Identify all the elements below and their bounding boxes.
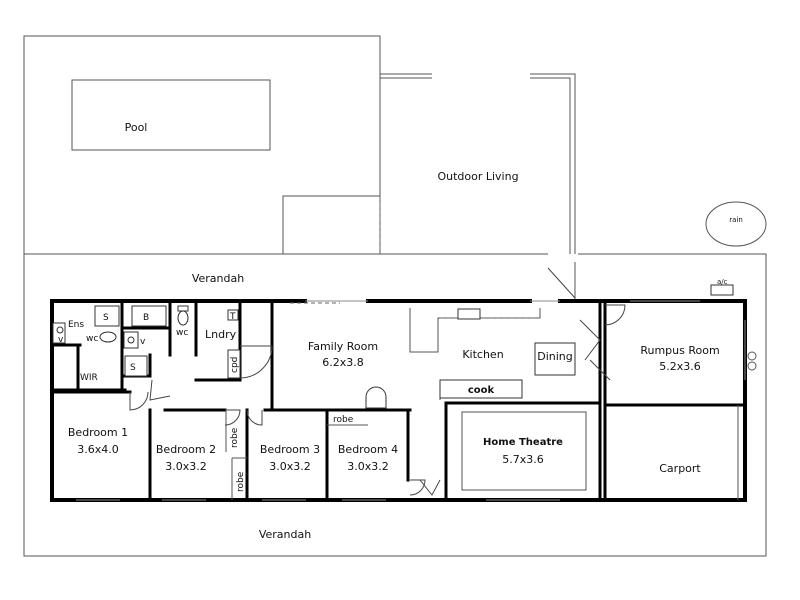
label-home-theatre-size: 5.7x3.6 (502, 453, 544, 466)
ac-unit (710, 284, 734, 296)
label-bedroom3: Bedroom 3 (260, 443, 320, 456)
labels: Pool Outdoor Living rain Verandah Verand… (58, 121, 743, 541)
label-family-room-size: 6.2x3.8 (322, 356, 364, 369)
label-s2: S (130, 363, 136, 373)
label-wc1: wc (86, 334, 98, 344)
label-b: B (143, 313, 149, 323)
label-ens: Ens (68, 320, 84, 330)
label-robe1: robe (230, 427, 240, 448)
label-rain: rain (729, 216, 743, 224)
label-ac: a/c (717, 278, 728, 286)
verandah-outline (23, 253, 767, 557)
label-home-theatre: Home Theatre (483, 437, 563, 448)
label-bedroom2-size: 3.0x3.2 (165, 460, 207, 473)
label-kitchen: Kitchen (462, 348, 503, 361)
label-lndry: Lndry (205, 328, 237, 341)
rainwater-tank (705, 201, 767, 247)
label-verandah-top: Verandah (192, 272, 244, 285)
label-bedroom4: Bedroom 4 (338, 443, 398, 456)
fixtures (52, 302, 757, 409)
label-wir: WIR (80, 373, 98, 383)
label-bedroom4-size: 3.0x3.2 (347, 460, 389, 473)
label-robe2: robe (236, 471, 246, 492)
label-robe3: robe (333, 415, 354, 425)
doors (129, 304, 626, 496)
label-dining: Dining (537, 350, 573, 363)
label-pool: Pool (125, 121, 148, 134)
label-bedroom1-size: 3.6x4.0 (77, 443, 119, 456)
label-wc2: wc (176, 328, 188, 338)
label-rumpus-room-size: 5.2x3.6 (659, 360, 701, 373)
label-bedroom3-size: 3.0x3.2 (269, 460, 311, 473)
label-verandah-bottom: Verandah (259, 528, 311, 541)
pool-area (23, 35, 381, 254)
interior-walls (50, 299, 602, 502)
label-v2: v (140, 337, 146, 347)
exterior-walls (50, 299, 747, 502)
label-rumpus-room: Rumpus Room (640, 344, 719, 357)
label-bedroom2: Bedroom 2 (156, 443, 216, 456)
label-outdoor-living: Outdoor Living (437, 170, 518, 183)
label-cook: cook (468, 385, 495, 396)
label-family-room: Family Room (308, 340, 378, 353)
label-v1: v (58, 335, 64, 345)
outdoor-living-area (379, 73, 576, 254)
label-t: T (229, 312, 236, 322)
label-cpd: cpd (230, 357, 240, 373)
label-s1: S (103, 313, 109, 323)
label-carport: Carport (659, 462, 701, 475)
label-bedroom1: Bedroom 1 (68, 426, 128, 439)
